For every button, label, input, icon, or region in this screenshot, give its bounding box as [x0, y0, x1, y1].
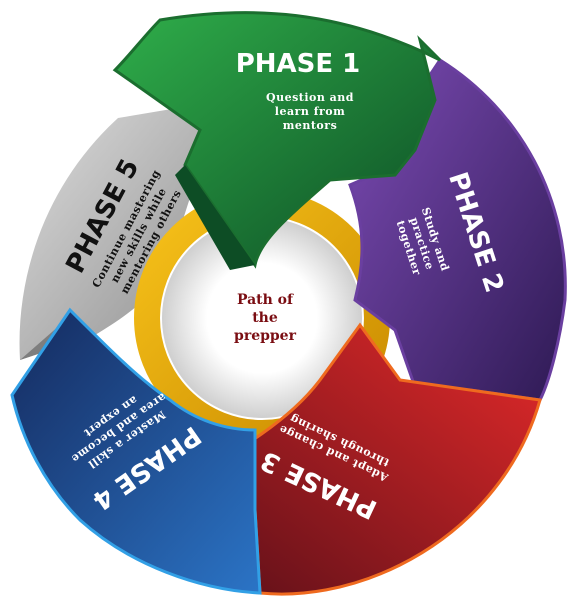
phase-1-label: PHASE 1 Question and learn from mentors [236, 49, 361, 132]
phase-1-desc-line-3: mentors [283, 119, 338, 132]
phase-1-desc-line-1: Question and [266, 91, 354, 104]
center-line-2: the [252, 310, 278, 326]
phase-1-desc-line-2: learn from [275, 105, 345, 118]
center-line-1: Path of [237, 292, 294, 308]
center-circle [162, 218, 362, 418]
center-label: Path of the prepper [234, 292, 297, 344]
phase-1-title: PHASE 1 [236, 49, 361, 79]
center-line-3: prepper [234, 328, 297, 344]
phase-1-segment [112, 11, 442, 270]
phase-4-segment [10, 307, 262, 595]
phase-3-segment [181, 322, 542, 596]
